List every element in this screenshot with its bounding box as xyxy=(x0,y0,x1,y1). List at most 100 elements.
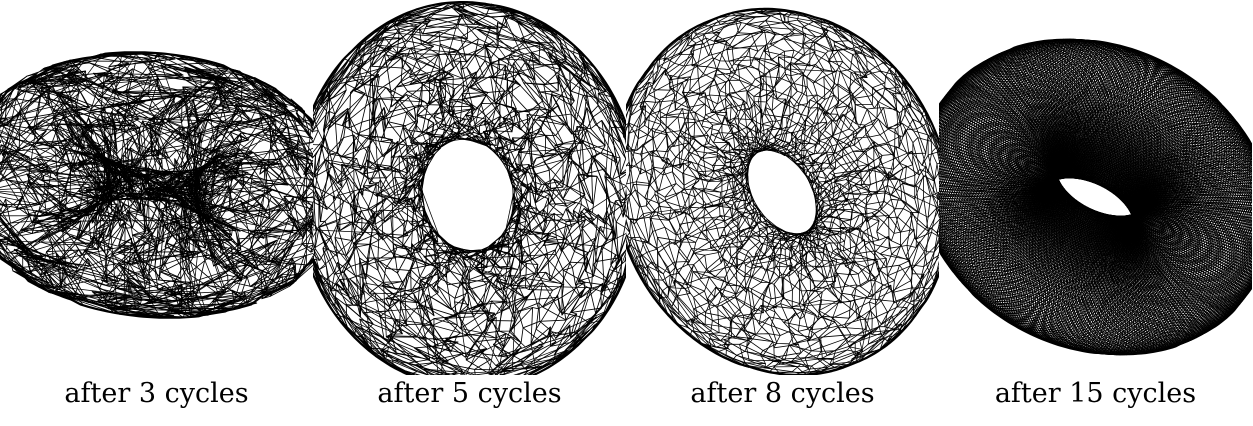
mesh-edge xyxy=(318,223,371,270)
mesh-edge xyxy=(118,245,161,317)
mesh-edge xyxy=(667,122,696,148)
mesh-edge xyxy=(187,68,229,116)
mesh-edge xyxy=(494,58,500,102)
mesh-edge xyxy=(67,274,83,296)
mesh-edge xyxy=(156,189,273,198)
mesh-edge xyxy=(481,241,579,370)
mesh-edge xyxy=(450,245,469,252)
mesh-edge xyxy=(91,204,109,221)
mesh-edge xyxy=(516,20,596,98)
mesh-edge xyxy=(157,171,183,208)
mesh-edge xyxy=(370,243,427,266)
mesh-edge xyxy=(313,32,383,117)
mesh-edge xyxy=(494,244,509,251)
caption-cycle-15: after 15 cycles xyxy=(994,378,1197,409)
mesh-edge xyxy=(371,78,379,172)
mesh-edge xyxy=(511,195,626,258)
mesh-edge xyxy=(874,259,894,293)
mesh-edge xyxy=(939,57,1215,356)
mesh-edge xyxy=(390,71,590,306)
mesh-edge xyxy=(759,238,775,261)
mesh-edge xyxy=(362,251,420,266)
mesh-edge xyxy=(509,54,573,135)
mesh-edge xyxy=(231,234,255,309)
mesh-edge xyxy=(151,170,265,197)
mesh-edge xyxy=(0,107,89,128)
panel-cycle-15: after 15 cycles xyxy=(939,0,1252,426)
mesh-edge xyxy=(0,170,28,215)
mesh-edge xyxy=(445,242,463,259)
mesh-edge xyxy=(410,211,414,258)
mesh-edge xyxy=(832,250,876,278)
mesh-edge xyxy=(207,162,239,250)
mesh-edge xyxy=(417,250,449,303)
mesh-edge xyxy=(420,143,435,147)
mesh-edge xyxy=(745,173,748,180)
mesh-edge xyxy=(458,85,465,139)
mesh-edge xyxy=(0,156,30,164)
mesh-edge xyxy=(369,211,376,245)
mesh-edge xyxy=(399,143,439,173)
mesh-edge xyxy=(357,25,394,53)
mesh-edge xyxy=(834,348,881,368)
mesh-edge xyxy=(511,306,516,371)
mesh-edge xyxy=(744,351,797,367)
mesh-edge xyxy=(894,76,924,107)
mesh-edge xyxy=(940,40,1252,328)
mesh-edge xyxy=(160,75,248,126)
mesh-edge xyxy=(30,78,89,81)
mesh-edge xyxy=(195,198,233,228)
mesh-edge xyxy=(627,8,939,370)
mesh-edge xyxy=(421,104,453,139)
mesh-edge xyxy=(508,16,597,78)
mesh-edge xyxy=(615,254,619,286)
mesh-edge xyxy=(834,322,856,357)
mesh-edge xyxy=(516,20,551,33)
mesh-edge xyxy=(293,117,313,177)
mesh-edge xyxy=(142,120,151,200)
mesh-edge xyxy=(783,251,809,279)
mesh-edge xyxy=(184,88,263,129)
mesh-edge xyxy=(138,254,185,258)
panel-cycle-8: after 8 cycles xyxy=(626,0,939,426)
mesh-edge xyxy=(723,190,745,199)
mesh-edge xyxy=(587,233,626,253)
mesh-edge xyxy=(399,28,498,49)
mesh-edge xyxy=(58,83,100,210)
mesh-edge xyxy=(0,129,34,148)
mesh-edge xyxy=(52,66,123,117)
mesh-edge xyxy=(799,256,828,279)
mesh-edge xyxy=(0,51,313,319)
mesh-edge xyxy=(7,214,86,263)
mesh-edge xyxy=(110,91,128,98)
mesh-edge xyxy=(619,178,626,200)
mesh-edge xyxy=(138,196,143,212)
mesh-edge xyxy=(325,60,574,340)
mesh-edge xyxy=(20,65,73,92)
mesh-edge xyxy=(334,313,369,329)
mesh-edge xyxy=(455,4,580,70)
mesh-edge xyxy=(689,135,826,286)
mesh-edge xyxy=(712,314,744,321)
mesh-edge xyxy=(419,254,457,282)
mesh-edge xyxy=(443,14,461,72)
mesh-edge xyxy=(728,142,735,195)
mesh-edge xyxy=(362,307,425,314)
mesh-edge xyxy=(237,142,313,192)
mesh-edge xyxy=(640,252,660,294)
mesh-edge xyxy=(675,196,696,236)
mesh-edge xyxy=(176,198,303,241)
mesh-edge xyxy=(397,178,423,203)
mesh-edge xyxy=(261,201,313,299)
mesh-edge xyxy=(0,227,75,295)
mesh-edge xyxy=(144,188,183,195)
mesh-edge xyxy=(418,286,425,305)
mesh-edge xyxy=(466,103,501,132)
mesh-edge xyxy=(190,170,206,249)
mesh-edge xyxy=(0,76,32,172)
mesh-edge xyxy=(124,156,144,182)
mesh-edge xyxy=(392,210,394,257)
mesh-edge xyxy=(167,76,213,122)
mesh-edge xyxy=(410,103,564,276)
mesh-edge xyxy=(60,221,69,225)
